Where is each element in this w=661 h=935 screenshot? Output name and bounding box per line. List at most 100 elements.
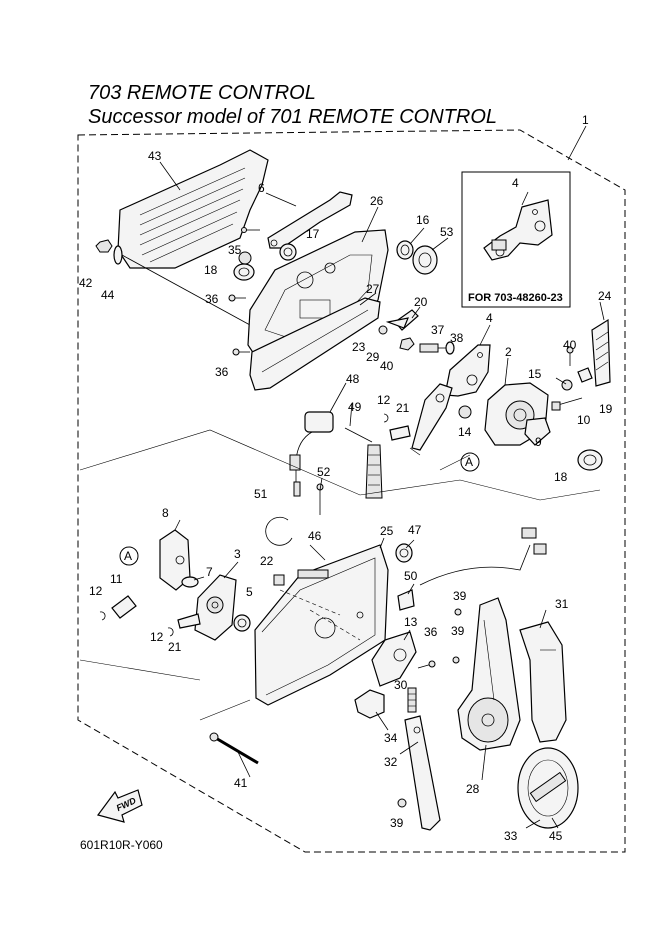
callout-39c: 39 xyxy=(390,816,404,830)
part-14 xyxy=(458,405,472,419)
diagram-code: 601R10R-Y060 xyxy=(80,838,163,852)
callout-15: 15 xyxy=(528,367,542,381)
part-clip-12c xyxy=(167,627,174,637)
part-22 xyxy=(273,574,285,586)
part-ring-5 xyxy=(233,614,251,632)
callout-10: 10 xyxy=(577,413,591,427)
callout-43: 43 xyxy=(148,149,162,163)
callout-44: 44 xyxy=(101,288,115,302)
callout-33: 33 xyxy=(504,829,518,843)
part-screw-39a xyxy=(454,608,462,616)
part-screw-39c xyxy=(397,798,407,808)
fwd-arrow-icon xyxy=(96,789,143,823)
part-knob-53 xyxy=(412,245,438,275)
callout-7: 7 xyxy=(206,565,213,579)
callout-6: 6 xyxy=(258,181,265,195)
callout-38: 38 xyxy=(450,331,464,345)
callout-9: 9 xyxy=(535,435,542,449)
callout-31: 31 xyxy=(555,597,569,611)
part-clip-21b xyxy=(177,613,201,629)
part-cover-43 xyxy=(117,149,269,269)
part-9 xyxy=(524,417,551,446)
part-bottom-plate xyxy=(249,297,381,391)
part-screw-36 xyxy=(228,294,246,302)
callout-12c: 12 xyxy=(150,630,164,644)
callout-35: 35 xyxy=(228,243,242,257)
callout-14: 14 xyxy=(458,425,472,439)
part-bushing-18 xyxy=(233,263,255,281)
callout-30: 30 xyxy=(394,678,408,692)
callout-41: 41 xyxy=(234,776,248,790)
callout-34: 34 xyxy=(384,731,398,745)
part-nut-40 xyxy=(399,337,415,351)
callout-53: 53 xyxy=(440,225,454,239)
part-clip-21a xyxy=(389,425,411,441)
callout-19: 19 xyxy=(599,402,613,416)
callout-labels: 1 2 3 4 4 5 6 7 8 9 10 11 12 12 12 13 14… xyxy=(79,113,613,843)
part-connector xyxy=(521,527,547,555)
callout-45: 45 xyxy=(549,829,563,843)
callout-12b: 12 xyxy=(89,584,103,598)
callout-18b: 18 xyxy=(554,470,568,484)
part-gear-3 xyxy=(194,574,237,641)
part-spring-30 xyxy=(407,687,417,713)
part-29 xyxy=(385,317,409,329)
part-bushing-17 xyxy=(279,243,297,261)
part-screw-36c xyxy=(417,660,436,669)
callout-25: 25 xyxy=(380,524,394,538)
callout-49: 49 xyxy=(348,400,362,414)
part-cover-33 xyxy=(517,747,579,829)
callout-26: 26 xyxy=(370,194,384,208)
callout-36a: 36 xyxy=(205,292,219,306)
callout-21a: 21 xyxy=(396,401,410,415)
callout-18a: 18 xyxy=(204,263,218,277)
diagram-title: 703 REMOTE CONTROL xyxy=(88,82,316,104)
leader-lines xyxy=(159,125,605,829)
part-bolt-10 xyxy=(551,397,583,411)
ref-a1-label: A xyxy=(465,455,473,469)
part-nut-42 xyxy=(95,239,113,253)
part-bar-32 xyxy=(404,715,441,831)
part-arm-6 xyxy=(267,191,353,249)
part-clip-51 xyxy=(265,516,293,546)
part-50 xyxy=(397,589,415,611)
part-screw-40 xyxy=(566,346,574,366)
callout-40a: 40 xyxy=(380,359,394,373)
callout-27: 27 xyxy=(366,282,380,296)
callout-20: 20 xyxy=(414,295,428,309)
callout-12a: 12 xyxy=(377,393,391,407)
part-23 xyxy=(378,325,388,335)
callout-46: 46 xyxy=(308,529,322,543)
ref-a2-label: A xyxy=(124,549,132,563)
part-lower-housing-25 xyxy=(254,544,389,706)
callout-22: 22 xyxy=(260,554,274,568)
part-detent-13 xyxy=(371,631,417,687)
callout-51: 51 xyxy=(254,487,268,501)
part-clip-12a xyxy=(383,413,389,423)
callout-36b: 36 xyxy=(215,365,229,379)
callout-24: 24 xyxy=(598,289,612,303)
callout-5: 5 xyxy=(246,585,253,599)
diagram-subtitle: Successor model of 701 REMOTE CONTROL xyxy=(88,106,498,128)
callout-4: 4 xyxy=(486,311,493,325)
callout-39b: 39 xyxy=(451,624,465,638)
part-grip-31 xyxy=(519,621,567,743)
part-ring-16 xyxy=(396,240,414,260)
ref-marker-a2 xyxy=(119,546,139,566)
callout-42: 42 xyxy=(79,276,93,290)
part-19 xyxy=(577,367,593,383)
callout-1: 1 xyxy=(582,113,589,127)
part-clip-12b xyxy=(99,611,106,621)
inset-label: FOR 703-48260-23 xyxy=(468,292,563,304)
callout-39a: 39 xyxy=(453,589,467,603)
callout-52: 52 xyxy=(317,465,331,479)
part-15 xyxy=(561,379,573,391)
inset-box xyxy=(461,171,571,308)
part-washer-38 xyxy=(445,341,455,355)
part-bushing-47 xyxy=(395,543,413,563)
callout-28: 28 xyxy=(466,782,480,796)
part-switch-48 xyxy=(289,411,334,497)
callout-3: 3 xyxy=(234,547,241,561)
callout-11: 11 xyxy=(110,572,123,586)
